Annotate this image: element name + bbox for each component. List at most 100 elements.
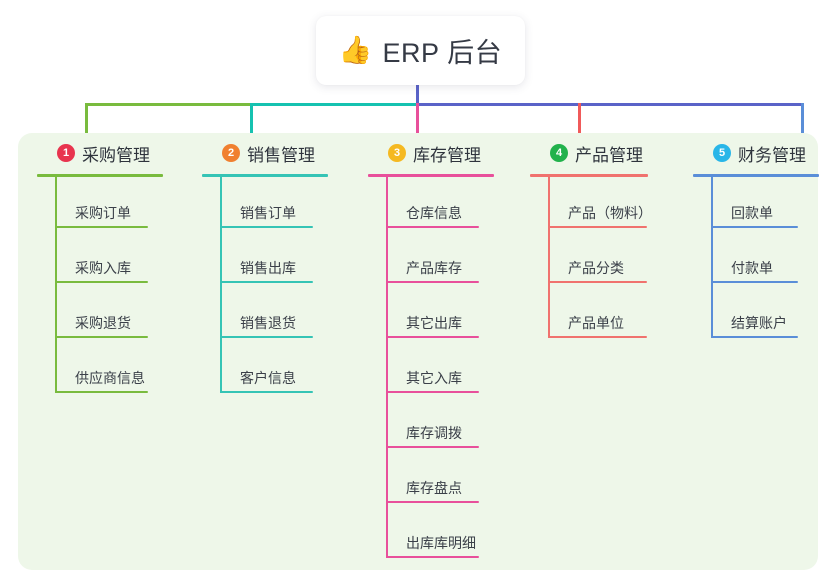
sub-item[interactable]: 客户信息: [202, 342, 328, 397]
sub-item-label: 销售订单: [240, 205, 296, 221]
sub-item-label: 产品分类: [568, 260, 624, 276]
subtree-spine-1: [55, 177, 57, 393]
sub-item-rule: [549, 226, 647, 228]
sub-item-label: 采购入库: [75, 260, 131, 276]
sub-item-rule: [712, 226, 798, 228]
connector-root-stem: [416, 85, 419, 105]
sub-item[interactable]: 库存调拨: [368, 397, 494, 452]
connector-drop-3: [416, 103, 419, 140]
sub-item-label: 仓库信息: [406, 205, 462, 221]
column-rule-3: [368, 174, 494, 177]
column-badge-5: 5: [713, 144, 731, 162]
sub-item-label: 结算账户: [731, 315, 787, 331]
column-header-1[interactable]: 1 采购管理: [37, 140, 163, 166]
subtree-spine-3: [386, 177, 388, 558]
sub-item-rule: [712, 281, 798, 283]
sub-item[interactable]: 库存盘点: [368, 452, 494, 507]
column-header-4[interactable]: 4 产品管理: [530, 140, 648, 166]
sub-item[interactable]: 出库库明细: [368, 507, 494, 562]
subtree-spine-2: [220, 177, 222, 393]
root-title: ERP 后台: [382, 38, 503, 68]
sub-item-rule: [56, 281, 148, 283]
sub-item-rule: [221, 226, 313, 228]
column-title-5: 财务管理: [738, 145, 806, 165]
column-rule-1: [37, 174, 163, 177]
connector-bar-left: [85, 103, 252, 106]
subtree-spine-5: [711, 177, 713, 338]
column-rule-5: [693, 174, 819, 177]
diagram-panel: [18, 133, 818, 570]
column-3: 3 库存管理仓库信息产品库存其它出库其它入库库存调拨库存盘点出库库明细: [368, 140, 494, 562]
sub-item-label: 采购退货: [75, 315, 131, 331]
sub-item-rule: [221, 336, 313, 338]
subtree-4: 产品（物料） 产品分类产品单位: [530, 177, 652, 342]
sub-item-rule: [712, 336, 798, 338]
sub-item-label: 其它出库: [406, 315, 462, 331]
column-title-3: 库存管理: [413, 145, 481, 165]
sub-item[interactable]: 其它出库: [368, 287, 494, 342]
column-rule-2: [202, 174, 328, 177]
sub-item[interactable]: 采购订单: [37, 177, 163, 232]
sub-item[interactable]: 销售退货: [202, 287, 328, 342]
column-4: 4 产品管理产品（物料） 产品分类产品单位: [530, 140, 652, 342]
sub-item-label: 库存盘点: [406, 480, 462, 496]
column-title-2: 销售管理: [247, 145, 315, 165]
sub-item[interactable]: 产品单位: [530, 287, 648, 342]
root-node-card[interactable]: 👍 ERP 后台: [316, 16, 525, 85]
sub-item-rule: [387, 556, 479, 558]
sub-item-label: 供应商信息: [75, 370, 145, 386]
sub-item-label: 采购订单: [75, 205, 131, 221]
sub-item-rule: [56, 391, 148, 393]
column-badge-3: 3: [388, 144, 406, 162]
sub-item-rule: [221, 281, 313, 283]
sub-item-label: 产品（物料）: [568, 205, 652, 221]
subtree-spine-4: [548, 177, 550, 338]
sub-item-label: 销售退货: [240, 315, 296, 331]
sub-item-rule: [387, 226, 479, 228]
column-badge-1: 1: [57, 144, 75, 162]
column-badge-4: 4: [550, 144, 568, 162]
subtree-2: 销售订单销售出库销售退货客户信息: [202, 177, 328, 397]
sub-item-rule: [387, 281, 479, 283]
sub-item-label: 产品库存: [406, 260, 462, 276]
sub-item-label: 产品单位: [568, 315, 624, 331]
column-title-1: 采购管理: [82, 145, 150, 165]
sub-item-label: 出库库明细: [406, 535, 476, 551]
sub-item-label: 回款单: [731, 205, 773, 221]
column-header-5[interactable]: 5 财务管理: [693, 140, 819, 166]
sub-item[interactable]: 付款单: [693, 232, 819, 287]
subtree-5: 回款单付款单结算账户: [693, 177, 819, 342]
sub-item[interactable]: 采购退货: [37, 287, 163, 342]
sub-item[interactable]: 产品分类: [530, 232, 648, 287]
connector-drop-1: [85, 103, 88, 140]
column-title-4: 产品管理: [575, 145, 643, 165]
sub-item[interactable]: 其它入库: [368, 342, 494, 397]
column-rule-4: [530, 174, 648, 177]
connector-drop-2: [250, 103, 253, 140]
sub-item[interactable]: 产品（物料）: [530, 177, 652, 232]
sub-item[interactable]: 回款单: [693, 177, 819, 232]
column-5: 5 财务管理回款单付款单结算账户: [693, 140, 819, 342]
sub-item[interactable]: 销售订单: [202, 177, 328, 232]
sub-item-rule: [387, 446, 479, 448]
sub-item[interactable]: 销售出库: [202, 232, 328, 287]
column-badge-2: 2: [222, 144, 240, 162]
subtree-3: 仓库信息产品库存其它出库其它入库库存调拨库存盘点出库库明细: [368, 177, 494, 562]
connector-drop-4: [578, 103, 581, 140]
sub-item[interactable]: 结算账户: [693, 287, 819, 342]
thumbs-up-icon: 👍: [338, 35, 373, 65]
sub-item[interactable]: 供应商信息: [37, 342, 163, 397]
connector-drop-5: [801, 103, 804, 140]
sub-item-label: 付款单: [731, 260, 773, 276]
sub-item-label: 库存调拨: [406, 425, 462, 441]
sub-item-label: 客户信息: [240, 370, 296, 386]
sub-item[interactable]: 产品库存: [368, 232, 494, 287]
sub-item[interactable]: 采购入库: [37, 232, 163, 287]
sub-item-rule: [387, 501, 479, 503]
sub-item-rule: [549, 336, 647, 338]
column-2: 2 销售管理销售订单销售出库销售退货客户信息: [202, 140, 328, 397]
sub-item[interactable]: 仓库信息: [368, 177, 494, 232]
column-header-3[interactable]: 3 库存管理: [368, 140, 494, 166]
column-header-2[interactable]: 2 销售管理: [202, 140, 328, 166]
